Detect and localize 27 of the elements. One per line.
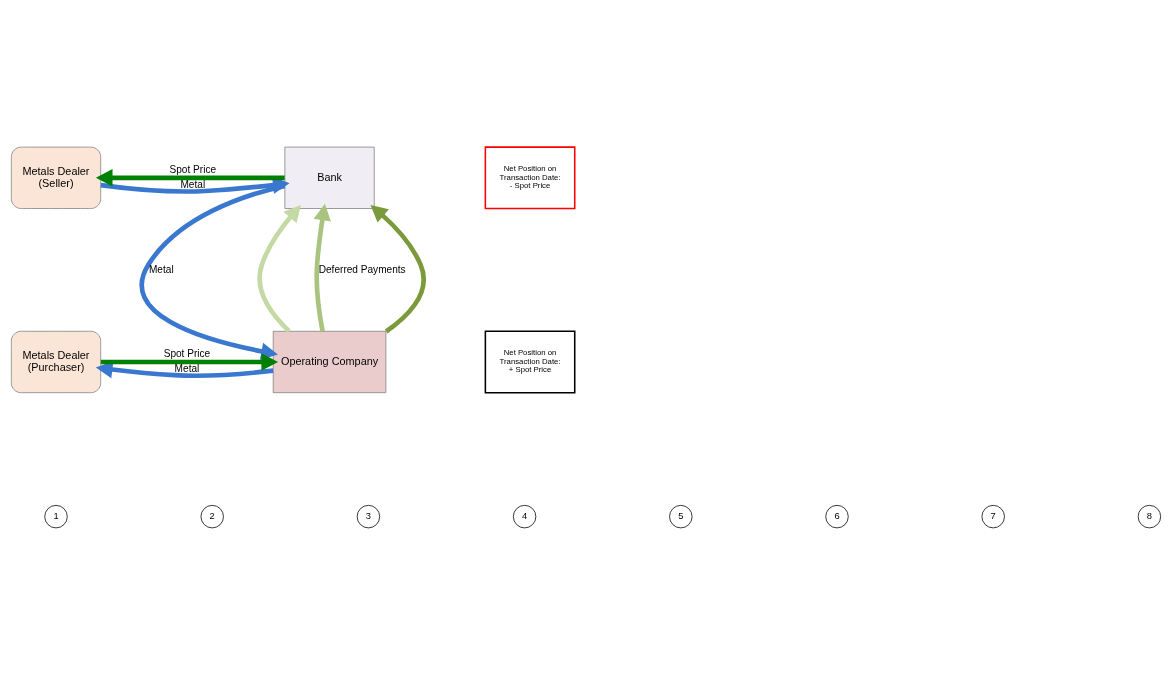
node-box: Net Position on Transaction Date: + Spot Price xyxy=(484,330,576,394)
label: 1 xyxy=(53,511,59,522)
arrow xyxy=(257,204,301,333)
edge-label: Metal xyxy=(174,363,200,375)
label: 5 xyxy=(678,511,684,522)
edge-label: Metal xyxy=(148,263,174,275)
label: 6 xyxy=(834,511,840,522)
arrow xyxy=(95,360,274,379)
edge-label: Spot Price xyxy=(163,347,211,359)
edge-label: Deferred Payments xyxy=(318,263,406,275)
label: 2 xyxy=(209,511,215,522)
label: 7 xyxy=(990,511,996,522)
label: 4 xyxy=(522,511,528,522)
node-box: Net Position on Transaction Date: - Spot Price xyxy=(484,146,576,210)
edge-label: Spot Price xyxy=(169,163,217,175)
arrow xyxy=(370,205,426,334)
node-box: Metals Dealer (Seller) xyxy=(10,146,102,209)
arrow xyxy=(139,183,286,360)
node-box: Metals Dealer (Purchaser) xyxy=(10,330,102,394)
node-box: Operating Company xyxy=(272,330,387,394)
node-box: Bank xyxy=(284,146,375,209)
arrow xyxy=(313,203,331,332)
label: 3 xyxy=(365,511,371,522)
arrow xyxy=(95,169,285,187)
edge-label: Metal xyxy=(180,179,206,191)
label: 8 xyxy=(1146,511,1152,522)
arrow xyxy=(100,353,279,371)
